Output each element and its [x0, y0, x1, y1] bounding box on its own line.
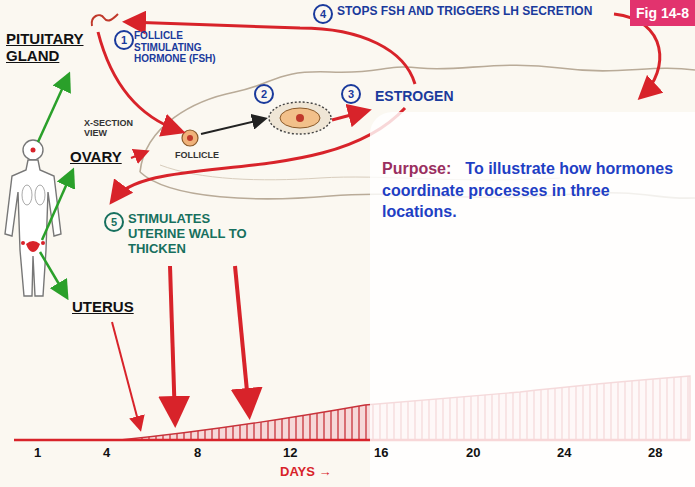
- axis-tick-label: 1: [34, 446, 41, 461]
- organ-label: PITUITARY GLAND: [6, 30, 101, 65]
- callout-number: 3: [341, 84, 361, 104]
- callout-number: 1: [114, 30, 134, 50]
- axis-tick-label: 4: [103, 446, 110, 461]
- figure-tag: Fig 14-8: [630, 0, 695, 26]
- purpose-panel: Purpose:To illustrate how hormones coord…: [370, 112, 695, 487]
- axis-tick-label: 20: [466, 446, 480, 461]
- pituitary-dot: [31, 148, 36, 153]
- callout-number: 5: [104, 212, 124, 232]
- box-heading: Fig 14-8: [636, 5, 689, 21]
- egg-cell: [187, 135, 193, 141]
- feedback-arrow: [128, 22, 415, 84]
- step-label: STOPS FSH AND TRIGGERS LH SECRETION: [337, 5, 592, 19]
- thicken-arrow: [170, 266, 175, 420]
- body-lung: [22, 185, 32, 205]
- ovary-pointer: [131, 152, 146, 158]
- uterus-dot: [26, 241, 40, 252]
- lh-arrow: [614, 14, 660, 96]
- box-heading: Purpose:: [382, 160, 451, 177]
- view-note: X-SECTION VIEW: [84, 118, 138, 139]
- uterus-pointer: [112, 322, 140, 428]
- growth-arrow: [201, 119, 264, 134]
- mature-follicle: [269, 102, 331, 134]
- callout-number: 4: [313, 4, 333, 24]
- axis-tick-label: 24: [557, 446, 571, 461]
- body-lung: [35, 185, 45, 205]
- organ-label: UTERUS: [72, 298, 134, 315]
- thicken-arrow: [235, 266, 249, 412]
- axis-tick-label: 12: [283, 446, 297, 461]
- axis-tick-label: 16: [374, 446, 388, 461]
- locator-arrow: [42, 172, 72, 240]
- ovary-dot: [21, 241, 25, 245]
- small-follicle: [182, 130, 198, 146]
- estrogen-to-uterus-arrow: [113, 108, 405, 200]
- ovary-dot: [41, 241, 45, 245]
- pituitary-symbol: [92, 14, 118, 26]
- body-head: [23, 140, 43, 160]
- hormone-label: ESTROGEN: [375, 88, 454, 104]
- locator-arrow: [38, 76, 68, 142]
- callout-number: 2: [254, 84, 274, 104]
- estrogen-release-arrow: [332, 111, 366, 120]
- axis-title: DAYS →: [280, 465, 332, 480]
- axis-tick-label: 28: [648, 446, 662, 461]
- part-label: FOLLICLE: [175, 150, 219, 160]
- locator-arrow: [40, 252, 66, 296]
- egg-cell: [296, 114, 304, 122]
- step-label: STIMULATES UTERINE WALL TO THICKEN: [128, 212, 268, 257]
- hormone-label: FOLLICLE STIMULATING HORMONE (FSH): [134, 30, 234, 65]
- organ-label: OVARY: [70, 148, 122, 165]
- follicle-fluid: [280, 108, 320, 128]
- axis-tick-label: 8: [194, 446, 201, 461]
